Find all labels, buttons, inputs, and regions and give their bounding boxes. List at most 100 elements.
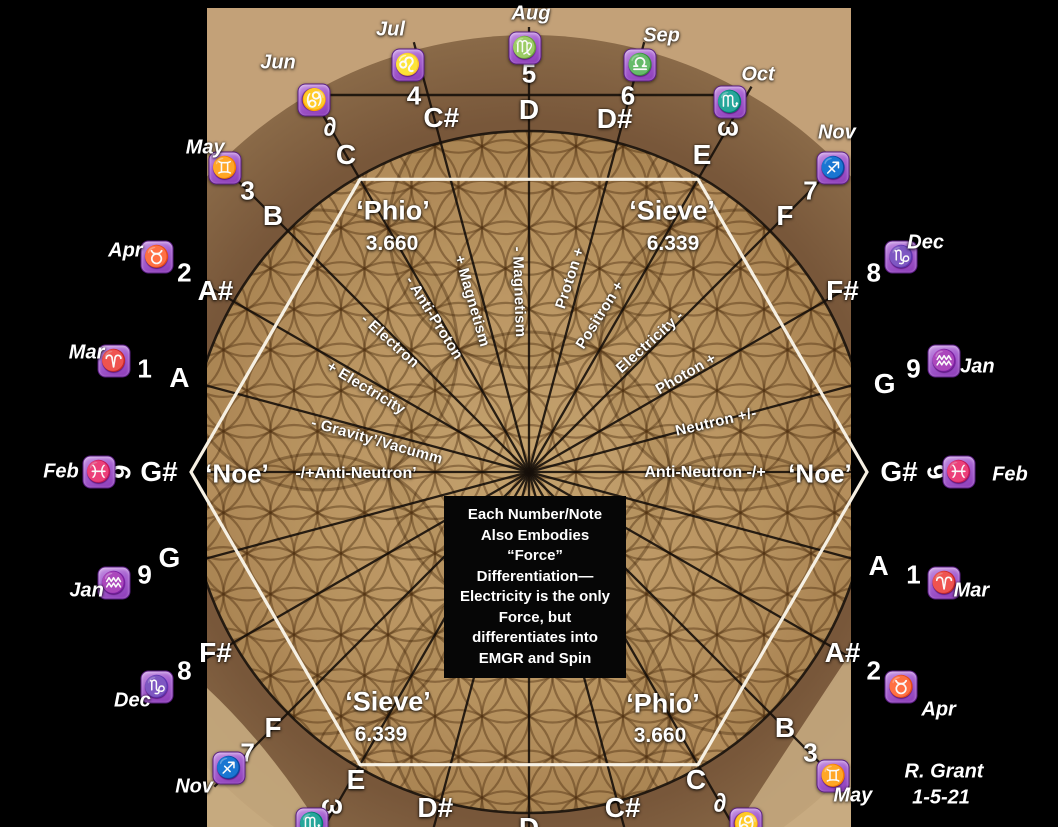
note-label-g-75: G — [873, 368, 896, 400]
note-label-as-120: A# — [824, 637, 861, 668]
noe-annotation-left: -/+Anti-Neutron’ — [295, 465, 417, 482]
note-label-a-105: A — [868, 549, 889, 581]
note-label-ds-195: D# — [417, 791, 454, 823]
corner-wedge-left — [207, 688, 320, 827]
quadrant-title-top-right: ‘Sieve’ — [629, 195, 715, 226]
note-label-ds-15: D# — [596, 103, 633, 135]
aquarius-icon: ♒ — [100, 571, 127, 595]
month-label-aug-0: Aug — [511, 2, 551, 25]
digit-label-15: 6 — [620, 80, 636, 111]
digit-label-240: 8 — [177, 655, 192, 686]
taurus-chip: ♉ — [140, 240, 174, 274]
aries-icon: ♈ — [931, 571, 958, 595]
note-label-gs-270: G# — [140, 456, 178, 487]
month-label-jan-255: Jan — [69, 579, 104, 602]
pisces-icon: ♓ — [945, 460, 973, 484]
digit-label-60: 8 — [866, 257, 881, 288]
month-label-apr-120: Apr — [921, 698, 956, 721]
aries-chip: ♈ — [927, 566, 961, 600]
leo-chip: ♌ — [391, 48, 425, 82]
capricorn-chip: ♑ — [140, 670, 174, 704]
gemini-chip: ♊ — [816, 759, 850, 793]
note-label-f-45: F — [776, 200, 794, 232]
aries-icon: ♈ — [100, 349, 127, 373]
gemini-chip: ♊ — [208, 151, 242, 185]
digit-label-135: 3 — [803, 737, 818, 768]
capricorn-icon: ♑ — [143, 675, 170, 699]
note-label-cs-165: C# — [604, 791, 641, 823]
digit-label-45: 7 — [803, 175, 818, 206]
capricorn-chip: ♑ — [884, 240, 918, 274]
pisces-icon: ♓ — [85, 460, 113, 484]
libra-chip: ♎ — [623, 48, 657, 82]
note-label-f-225: F — [264, 711, 282, 743]
pisces-chip: ♓ — [942, 455, 976, 489]
cancer-chip: ♋ — [729, 807, 763, 827]
scorpio-chip: ♏ — [713, 85, 747, 119]
note-label-e-30: E — [692, 139, 712, 171]
quadrant-title-bottom-left: ‘Sieve’ — [345, 686, 431, 717]
month-label-oct-30: Oct — [741, 63, 775, 86]
virgo-icon: ♍ — [511, 36, 539, 60]
digit-label-315: 3 — [240, 175, 255, 206]
sagittarius-icon: ♐ — [819, 156, 847, 180]
libra-icon: ♎ — [627, 53, 654, 77]
center-box-line-6: differentiates into — [472, 629, 598, 646]
month-label-jun-330: Jun — [260, 51, 296, 74]
gemini-icon: ♊ — [819, 764, 847, 788]
aries-chip: ♈ — [97, 344, 131, 378]
digit-label-330: ∂ — [323, 111, 337, 142]
note-label-d-0: D — [518, 94, 540, 125]
gemini-icon: ♊ — [211, 156, 239, 180]
month-label-feb-270: Feb — [43, 460, 79, 483]
note-label-c-330: C — [335, 139, 357, 171]
center-box-line-3: Differentiation— — [476, 567, 594, 585]
note-label-d-180: D — [519, 812, 539, 827]
quadrant-value-bottom-right: 3.660 — [633, 724, 687, 747]
noe-label-right: ‘Noe’ — [788, 458, 852, 489]
quadrant-value-bottom-left: 6.339 — [354, 723, 408, 746]
sagittarius-icon: ♐ — [215, 756, 243, 780]
note-label-c-150: C — [685, 763, 707, 795]
pisces-chip: ♓ — [82, 455, 116, 489]
aquarius-chip: ♒ — [927, 344, 961, 378]
credit-name: R. Grant — [904, 760, 984, 783]
digit-label-0: 5 — [521, 58, 537, 89]
note-label-cs-345: C# — [423, 102, 460, 134]
month-label-nov-225: Nov — [175, 775, 214, 798]
digit-label-75: 9 — [906, 353, 921, 384]
digit-label-105: 1 — [906, 559, 921, 590]
center-box-line-5: Force, but — [498, 608, 572, 626]
taurus-icon: ♉ — [143, 245, 170, 269]
note-label-e-210: E — [346, 763, 366, 795]
quadrant-value-top-right: 6.339 — [646, 232, 700, 255]
month-label-jan-75: Jan — [960, 355, 995, 378]
scorpio-chip: ♏ — [295, 807, 329, 827]
note-label-fs-60: F# — [826, 275, 859, 306]
aquarius-icon: ♒ — [931, 349, 958, 373]
noe-label-left: ‘Noe’ — [205, 458, 269, 489]
note-label-a-285: A — [169, 362, 190, 394]
note-label-b-135: B — [774, 711, 796, 743]
cancer-icon: ♋ — [734, 811, 758, 827]
taurus-icon: ♉ — [888, 675, 915, 699]
noe-annotation-right: Anti-Neutron -/+ — [644, 464, 766, 481]
note-label-as-300: A# — [197, 275, 234, 306]
digit-label-255: 9 — [137, 559, 152, 590]
taurus-chip: ♉ — [884, 670, 918, 704]
month-label-nov-45: Nov — [817, 121, 856, 144]
month-label-sep-15: Sep — [643, 24, 680, 47]
digit-label-300: 2 — [177, 257, 192, 288]
quadrant-value-top-left: 3.660 — [365, 232, 419, 255]
cancer-icon: ♋ — [302, 86, 326, 113]
month-label-dec-240: Dec — [114, 689, 151, 712]
white-hexagon — [189, 177, 869, 767]
note-label-gs-90: G# — [880, 456, 918, 487]
digit-label-30: ω — [717, 111, 739, 142]
sagittarius-chip: ♐ — [212, 751, 246, 785]
digit-label-285: 1 — [137, 353, 152, 384]
aquarius-chip: ♒ — [97, 566, 131, 600]
month-label-may-315: May — [185, 136, 225, 159]
